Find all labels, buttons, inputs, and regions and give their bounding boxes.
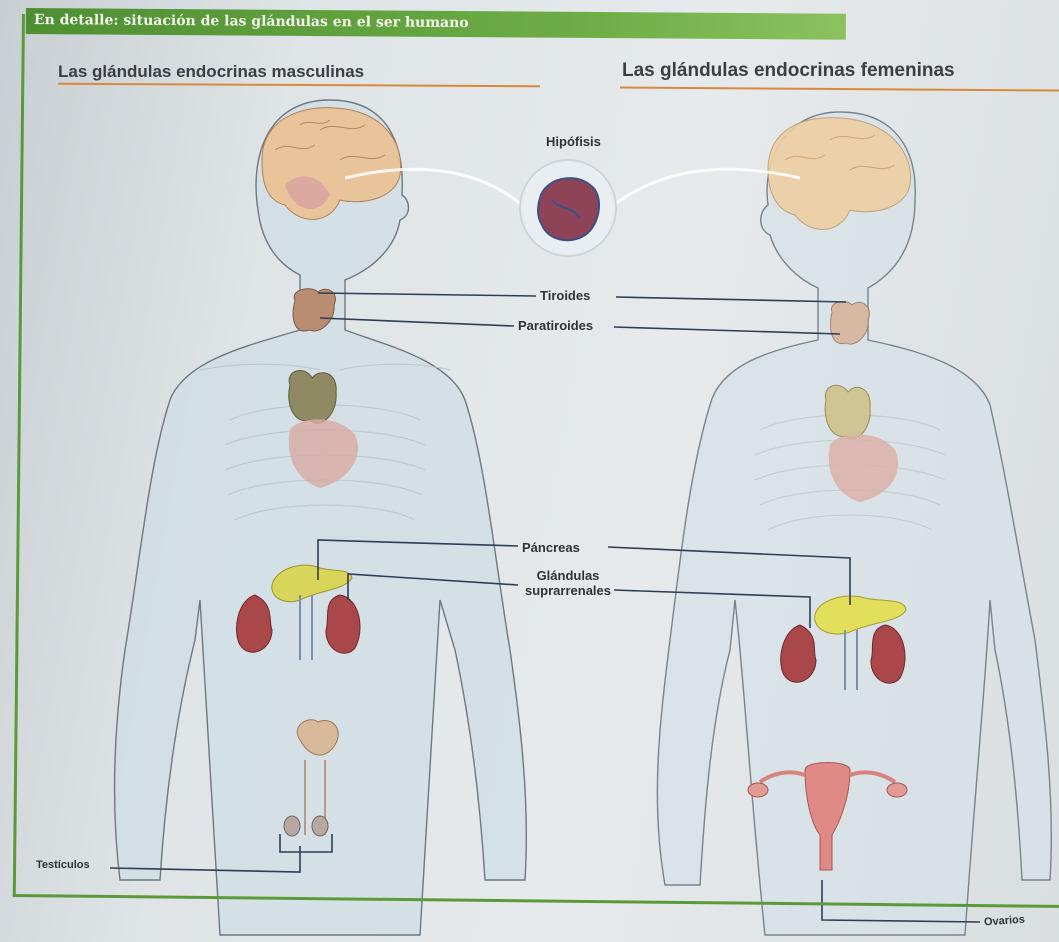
label-ovarios: Ovarios	[984, 913, 1026, 931]
page-frame	[13, 14, 1059, 908]
